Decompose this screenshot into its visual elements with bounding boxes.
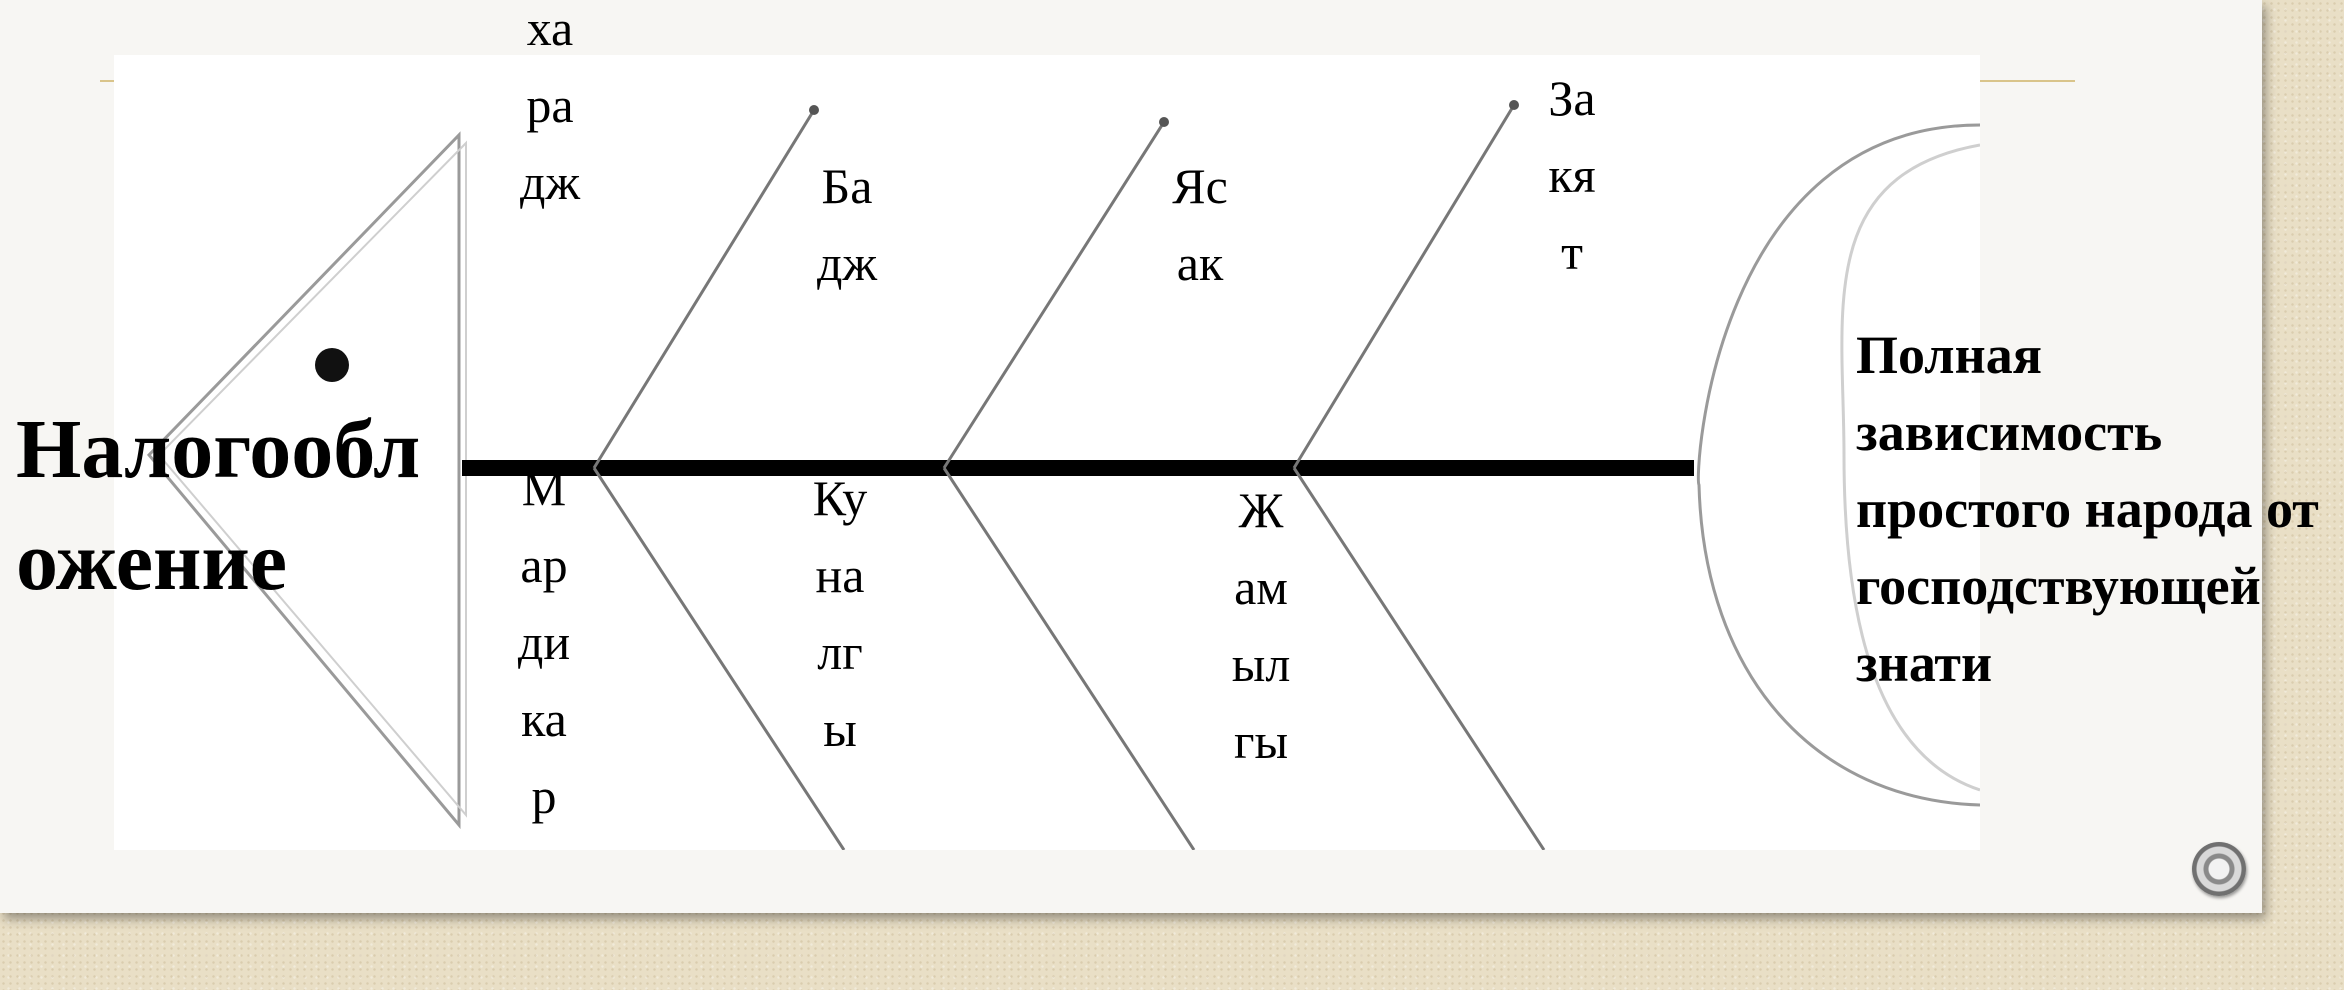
cause-label-mardikar: Мардикар bbox=[514, 450, 574, 835]
problem-label: Налогообложение bbox=[16, 394, 446, 618]
result-label: Полная зависимость простого народа от го… bbox=[1856, 317, 2344, 702]
bone-lower-2 bbox=[944, 468, 1194, 850]
fish-eye bbox=[315, 348, 349, 382]
bone-lower-1 bbox=[594, 468, 844, 850]
bone-upper-3 bbox=[1294, 105, 1514, 468]
bone-upper-1 bbox=[594, 110, 814, 468]
cause-label-badzh: Бадж bbox=[817, 148, 877, 302]
cause-label-kunalgy: Куналгы bbox=[810, 460, 870, 768]
slide: харадж Мардикар Бадж Куналгы Ясак Жамылг… bbox=[0, 0, 2262, 913]
cause-label-yasak: Ясак bbox=[1170, 148, 1230, 302]
slide-nav-button[interactable] bbox=[2192, 842, 2246, 896]
cause-label-zakyat: Закят bbox=[1542, 60, 1602, 291]
cause-label-kharadzh: харадж bbox=[520, 0, 580, 221]
bone-lower-3 bbox=[1294, 468, 1544, 850]
bone-upper-2 bbox=[944, 122, 1164, 468]
cause-label-zhamylgy: Жамылгы bbox=[1231, 472, 1291, 780]
